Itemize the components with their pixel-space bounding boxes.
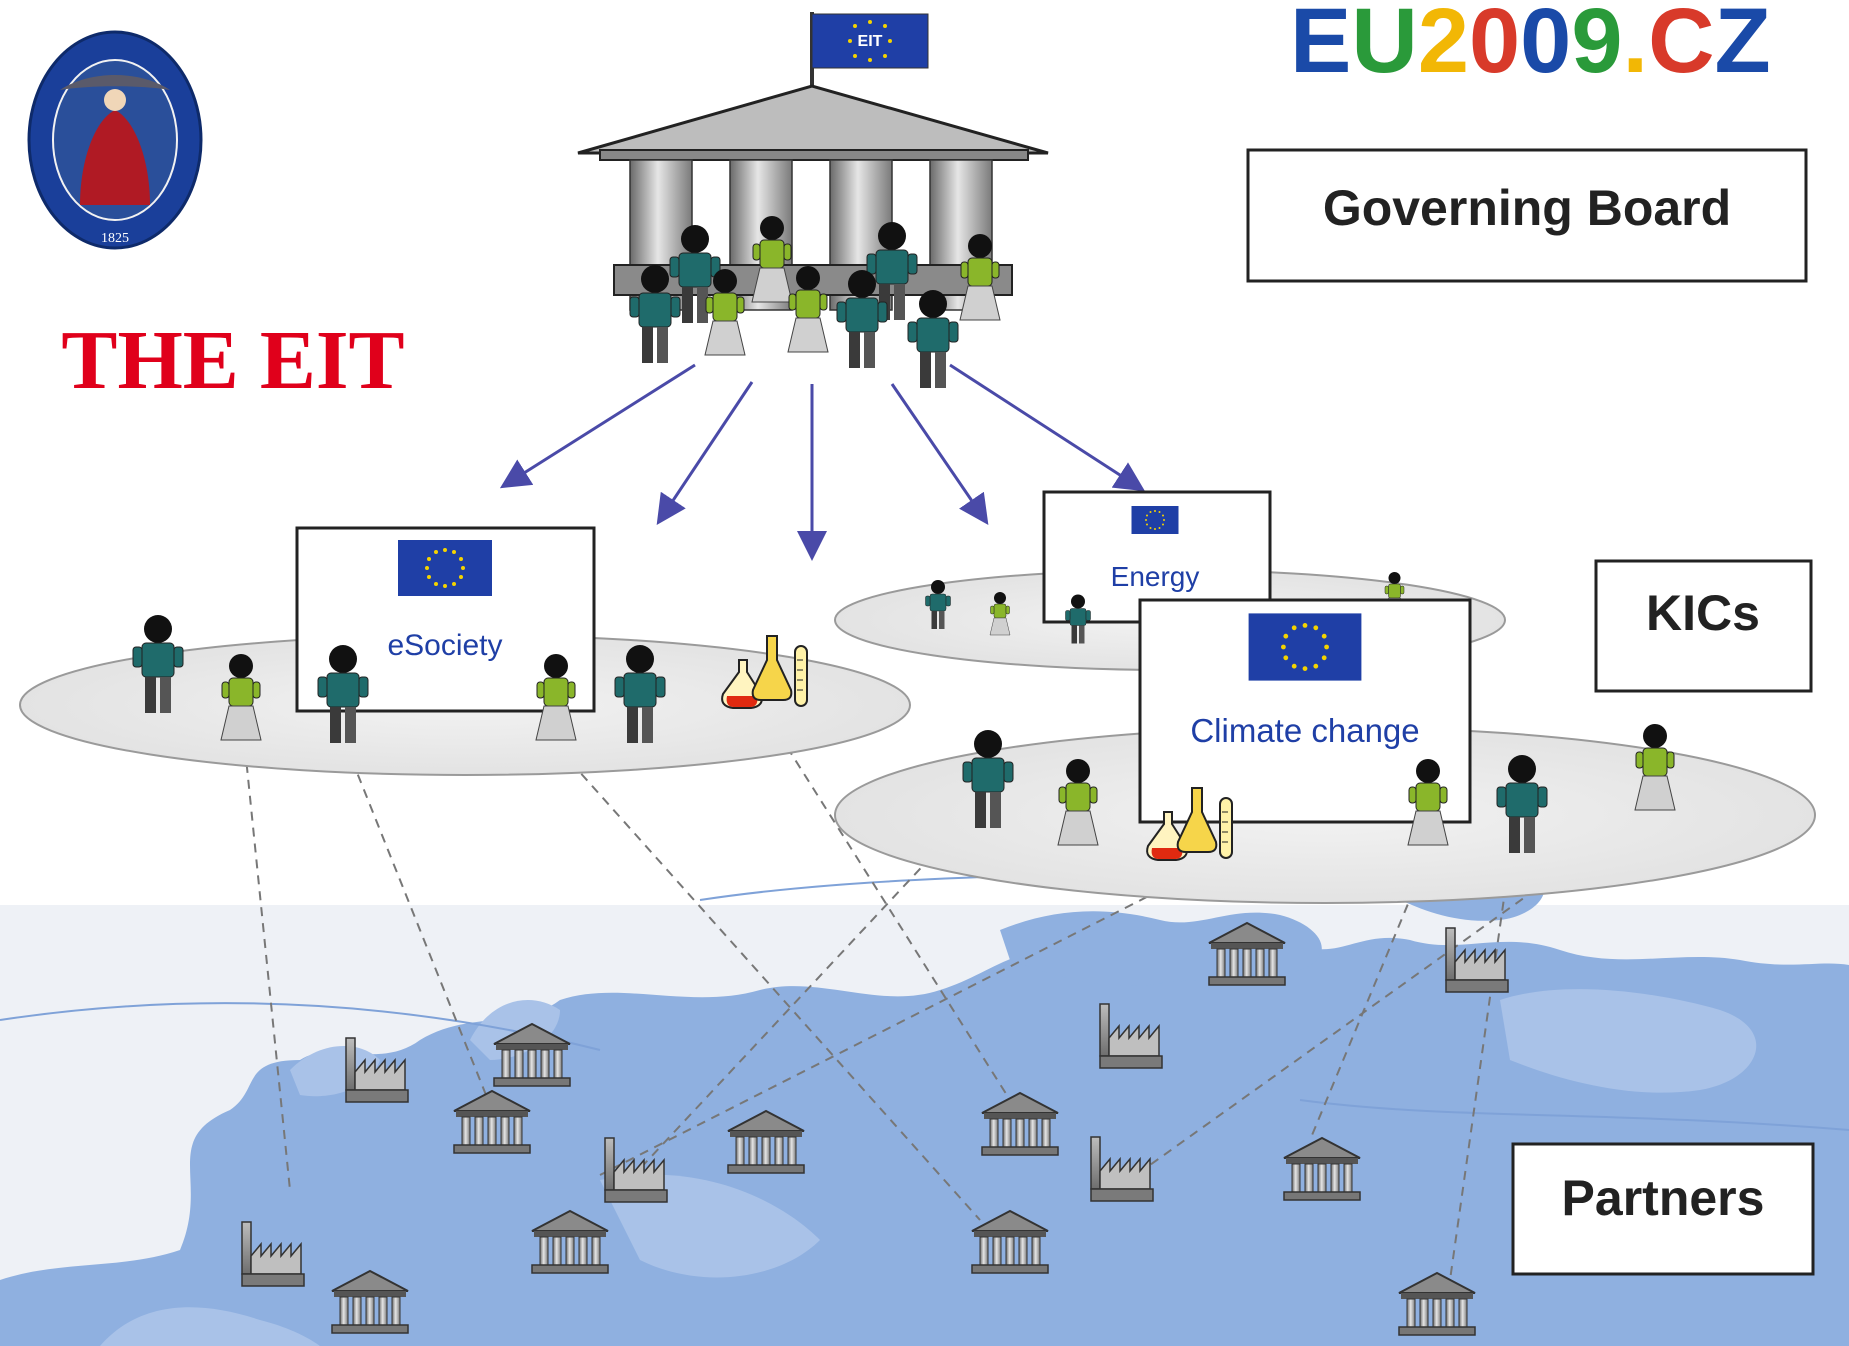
governing-board-box: Governing Board	[1246, 148, 1808, 283]
eu-flag-icon	[1248, 613, 1362, 681]
kic-esociety: eSociety	[132, 526, 808, 744]
academy-seal-logo: 1825	[27, 30, 203, 250]
eit-arrows	[499, 363, 1146, 561]
kic-energy-label: Energy	[1111, 561, 1200, 592]
partners-label: Partners	[1562, 1170, 1765, 1226]
eit-flag-label: EIT	[858, 33, 883, 50]
eu-presidency-letter: 2	[1418, 0, 1469, 92]
person-icon	[1634, 723, 1676, 811]
eu-presidency-logo: EU2009.CZ	[1290, 0, 1771, 92]
eu-presidency-letter: 9	[1571, 0, 1622, 92]
eu-flag-icon	[398, 540, 492, 596]
eu-presidency-letter: 0	[1520, 0, 1571, 92]
eu-flag-icon	[1131, 506, 1179, 534]
europe-map	[0, 849, 1849, 1346]
eu-presidency-letter: Z	[1715, 0, 1771, 92]
page-title: THE EIT	[61, 314, 404, 407]
eu-presidency-letter: C	[1648, 0, 1714, 92]
kic-esociety-label: eSociety	[387, 629, 502, 662]
governing-board-label: Governing Board	[1323, 180, 1731, 236]
eu-presidency-letter: .	[1623, 0, 1649, 92]
kic-climate-label: Climate change	[1190, 712, 1419, 749]
eit-headquarters: EIT	[577, 12, 1049, 389]
kics-label: KICs	[1646, 585, 1760, 641]
eu-presidency-letter: U	[1351, 0, 1417, 92]
partners-box: Partners	[1511, 1142, 1815, 1276]
seal-year: 1825	[101, 231, 129, 246]
eu-presidency-text: EU2009.CZ	[1290, 0, 1771, 92]
kics-box: KICs	[1594, 559, 1813, 693]
kic-climate-change: Climate change	[962, 598, 1676, 861]
eu-presidency-letter: E	[1290, 0, 1351, 92]
eu-presidency-letter: 0	[1469, 0, 1520, 92]
